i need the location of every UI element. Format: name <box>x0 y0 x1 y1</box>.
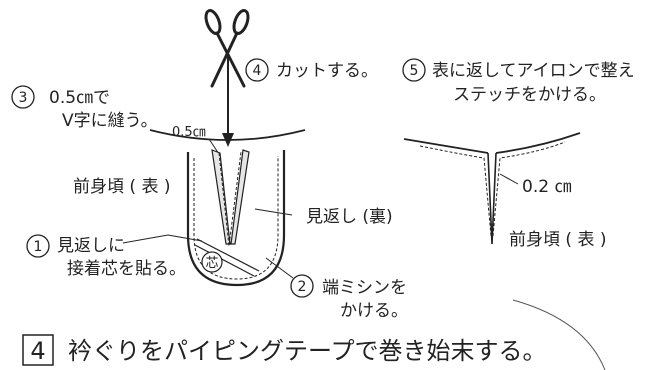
interfacing-mark: 芯 <box>205 256 218 271</box>
step-5-label: 5 表に返してアイロンで整え ステッチをかける。 <box>402 58 635 105</box>
svg-text:5: 5 <box>410 63 419 79</box>
scissors-icon <box>204 9 250 88</box>
stitch-width-leader <box>499 173 519 185</box>
step-2-leader <box>265 257 294 279</box>
svg-text:端ミシンを: 端ミシンを <box>322 278 407 298</box>
svg-text:接着芯を貼る。: 接着芯を貼る。 <box>67 259 186 279</box>
svg-text:見返しに: 見返しに <box>57 236 125 256</box>
footer-step-number: 4 <box>30 337 45 365</box>
svg-text:1: 1 <box>34 239 43 255</box>
footer-step-header: 4 衿ぐりをパイピングテープで巻き始末する。 <box>22 334 547 366</box>
decorative-arc <box>512 299 606 370</box>
facing-leader <box>254 208 293 216</box>
svg-text:V字に縫う。: V字に縫う。 <box>62 111 158 131</box>
footer-step-title: 衿ぐりをパイピングテープで巻き始末する。 <box>68 337 547 365</box>
step-1-leader <box>122 234 169 244</box>
svg-text:かける。: かける。 <box>340 301 408 321</box>
left-neckline-diagram: 芯 <box>149 129 306 287</box>
svg-text:0.5㎝で: 0.5㎝で <box>49 88 110 108</box>
facing-label: 見返し (裏) <box>306 206 393 227</box>
svg-text:表に返してアイロンで整え: 表に返してアイロンで整え <box>432 61 635 81</box>
svg-text:4: 4 <box>253 63 262 79</box>
svg-text:ステッチをかける。: ステッチをかける。 <box>453 85 606 105</box>
front-body-right-label: 前身頃 ( 表 ) <box>509 230 606 250</box>
step-1-label: 1 見返しに 接着芯を貼る。 <box>26 234 186 279</box>
step-2-label: 2 端ミシンを かける。 <box>290 274 408 321</box>
right-neckline-diagram <box>403 132 581 245</box>
svg-text:2: 2 <box>298 279 307 295</box>
svg-text:3: 3 <box>19 90 28 106</box>
front-body-left-label: 前身頃 ( 表 ) <box>73 177 170 197</box>
step-4-label: 4 カットする。 <box>245 58 378 82</box>
step-3-label: 3 0.5㎝で V字に縫う。 <box>11 85 158 131</box>
stitch-width-label: 0.2 ㎝ <box>522 177 571 197</box>
cut-arrow <box>222 52 234 147</box>
svg-text:カットする。: カットする。 <box>276 61 378 81</box>
